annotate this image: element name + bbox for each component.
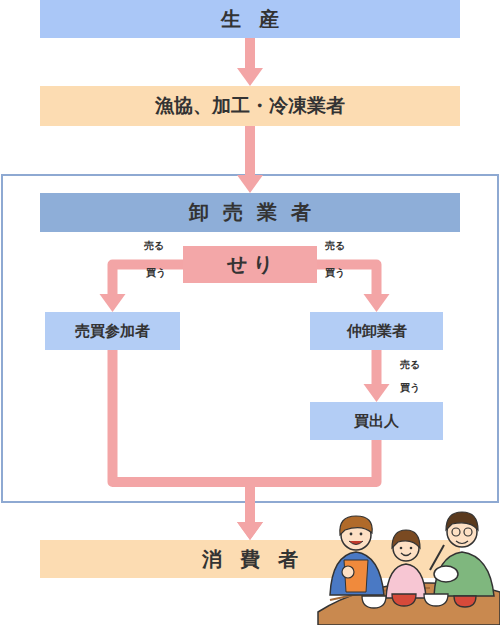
flow-arrow xyxy=(113,350,264,540)
arrow-head xyxy=(237,175,263,193)
girl-hair xyxy=(392,530,420,548)
trade-label: 買う xyxy=(146,266,166,280)
woman-apron xyxy=(344,560,368,592)
arrow-shaft xyxy=(372,350,382,386)
arrow-shaft xyxy=(113,265,184,297)
woman-hand xyxy=(342,566,354,578)
node-text: 売買参加者 xyxy=(75,322,150,341)
arrow-head xyxy=(237,522,263,540)
node-text: 仲卸業者 xyxy=(347,322,407,341)
trade-label: 買う xyxy=(400,381,420,395)
stage-band: 生産 xyxy=(40,0,460,38)
chopsticks xyxy=(430,545,444,570)
arrow-head xyxy=(100,294,126,312)
node-text: せり xyxy=(221,251,279,278)
auction-box: せり xyxy=(183,246,317,283)
node-text: 消費者 xyxy=(184,546,316,573)
eye xyxy=(360,533,363,536)
rice-bowl xyxy=(424,594,448,606)
man-hair xyxy=(446,512,478,530)
eye xyxy=(410,547,413,550)
table xyxy=(318,583,500,625)
soup-bowl xyxy=(454,596,476,607)
process-box: 仲卸業者 xyxy=(310,312,443,350)
flow-arrow xyxy=(237,440,377,540)
man-bowl xyxy=(434,566,458,582)
flow-arrow xyxy=(317,265,390,313)
eye xyxy=(350,533,353,536)
woman-hair xyxy=(340,516,372,535)
glasses xyxy=(464,528,472,536)
node-text: 漁協、加工・冷凍業者 xyxy=(155,93,345,119)
rice-bowl xyxy=(362,596,386,608)
node-text: 買出人 xyxy=(354,412,399,431)
arrow-head xyxy=(237,68,263,86)
flow-arrow xyxy=(237,126,263,193)
man-body xyxy=(434,552,494,596)
flow-arrow xyxy=(364,350,390,402)
arrow-shaft xyxy=(245,126,255,177)
arrow-shaft xyxy=(113,350,251,524)
girl-face xyxy=(393,535,419,561)
soup-bowl xyxy=(392,594,416,606)
eye xyxy=(400,547,403,550)
stage-band: 漁協、加工・冷凍業者 xyxy=(40,86,460,126)
flow-arrow xyxy=(237,38,263,86)
stage-band: 消費者 xyxy=(40,540,460,578)
trade-label: 売る xyxy=(400,358,420,372)
glasses xyxy=(452,528,460,536)
process-box: 売買参加者 xyxy=(45,312,180,350)
arrow-shaft xyxy=(317,265,377,297)
man-face xyxy=(447,517,477,547)
arrow-head xyxy=(237,522,263,540)
table-edge xyxy=(330,588,430,600)
woman-mouth xyxy=(349,541,363,545)
trade-label: 買う xyxy=(325,266,345,280)
arrow-shaft xyxy=(245,38,255,70)
arrow-head xyxy=(364,384,390,402)
flow-arrow xyxy=(100,265,184,313)
man-mouth xyxy=(456,541,468,544)
process-box: 買出人 xyxy=(310,402,443,440)
node-text: 卸売業者 xyxy=(175,199,325,226)
girl-body xyxy=(386,564,426,598)
stage-band: 卸売業者 xyxy=(40,193,460,232)
arrow-shaft xyxy=(250,440,377,524)
trade-label: 売る xyxy=(144,239,164,253)
trade-label: 売る xyxy=(325,239,345,253)
woman-face xyxy=(341,520,371,550)
woman-body xyxy=(330,552,384,595)
wholesale-frame xyxy=(2,175,498,502)
arrow-head xyxy=(364,294,390,312)
node-text: 生産 xyxy=(203,6,297,33)
girl-mouth xyxy=(401,553,411,556)
